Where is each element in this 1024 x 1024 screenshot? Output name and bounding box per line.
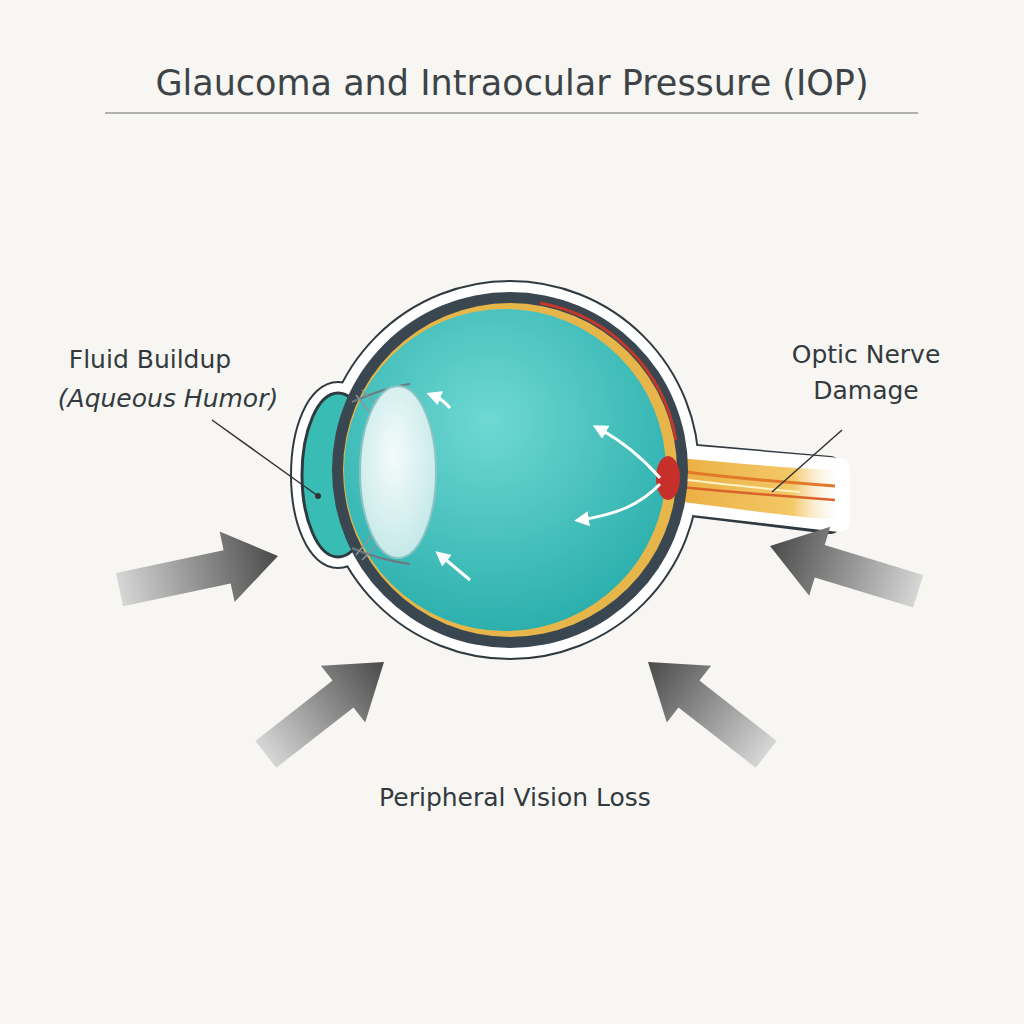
pressure-arrow (112, 521, 285, 625)
effect-label: Peripheral Vision Loss (305, 780, 725, 816)
title-rule (105, 112, 918, 114)
eye-halo (302, 292, 840, 648)
pressure-arrow (759, 512, 928, 626)
inner-arrow (440, 555, 470, 580)
leader-dot (315, 493, 321, 499)
pressure-arrow (244, 634, 407, 783)
part-sublabel: (Aqueous Humor) (38, 381, 298, 417)
diagram-title: Glaucoma and Intraocular Pressure (IOP) (0, 58, 1024, 109)
sclera (332, 292, 688, 648)
eye-halo-globe (332, 292, 688, 648)
part-label: Optic Nerve Damage (756, 337, 976, 410)
eye-outline-globe (332, 292, 688, 648)
pressure-arrows-outer (112, 512, 929, 783)
vitreous (344, 309, 666, 631)
pressure-arrows-inner (432, 395, 660, 580)
nerve-fiber (670, 470, 835, 486)
retina (343, 303, 677, 637)
lens (360, 386, 436, 558)
inner-arrow (432, 395, 450, 408)
inner-arrow (580, 484, 660, 520)
leader-line (212, 420, 318, 496)
leader-line (772, 430, 842, 492)
inner-arrow (598, 428, 660, 478)
part-label: Fluid Buildup (20, 342, 280, 378)
pressure-arrow (626, 634, 789, 783)
